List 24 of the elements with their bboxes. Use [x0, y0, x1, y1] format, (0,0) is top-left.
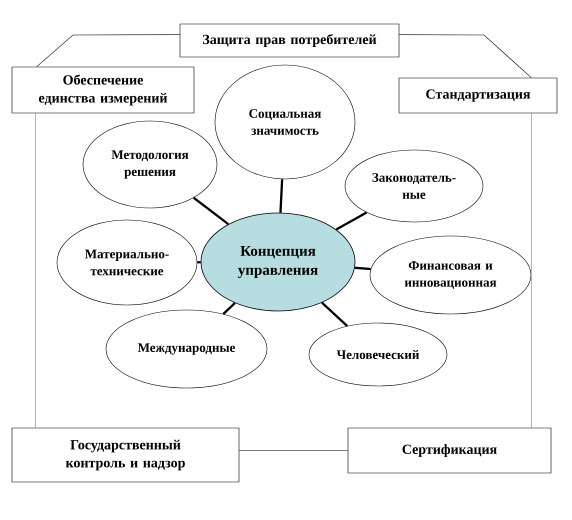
text-box: Государственный контроль и надзор [12, 428, 240, 482]
ellipse-node: Материально-технические [56, 220, 198, 306]
text-box: Защита прав потребителей [180, 24, 400, 58]
connector-line [279, 179, 284, 213]
connector-line [321, 302, 348, 327]
ellipse-node: Человеческий [308, 322, 448, 386]
ellipse-node: Финансовая и инновационная [370, 236, 532, 314]
connector-line [35, 113, 36, 428]
connector-line [336, 211, 368, 230]
ellipse-node: Методология решения [82, 120, 218, 208]
connector-line [193, 196, 229, 226]
ellipse-node: Законодатель-ные [344, 150, 484, 222]
text-box: Обеспечение единства измерений [12, 66, 194, 114]
connector-line [36, 34, 180, 67]
ellipse-node: Международные [106, 310, 268, 388]
connector-line [239, 450, 348, 451]
connector-line [399, 34, 532, 78]
connector-line [354, 266, 371, 270]
connector-line [197, 261, 201, 264]
text-box: Стандартизация [398, 78, 558, 114]
connector-line [222, 302, 236, 315]
connector-line [531, 113, 532, 428]
text-box: Сертификация [348, 428, 552, 474]
ellipse-node: Социальная значимость [214, 64, 356, 180]
